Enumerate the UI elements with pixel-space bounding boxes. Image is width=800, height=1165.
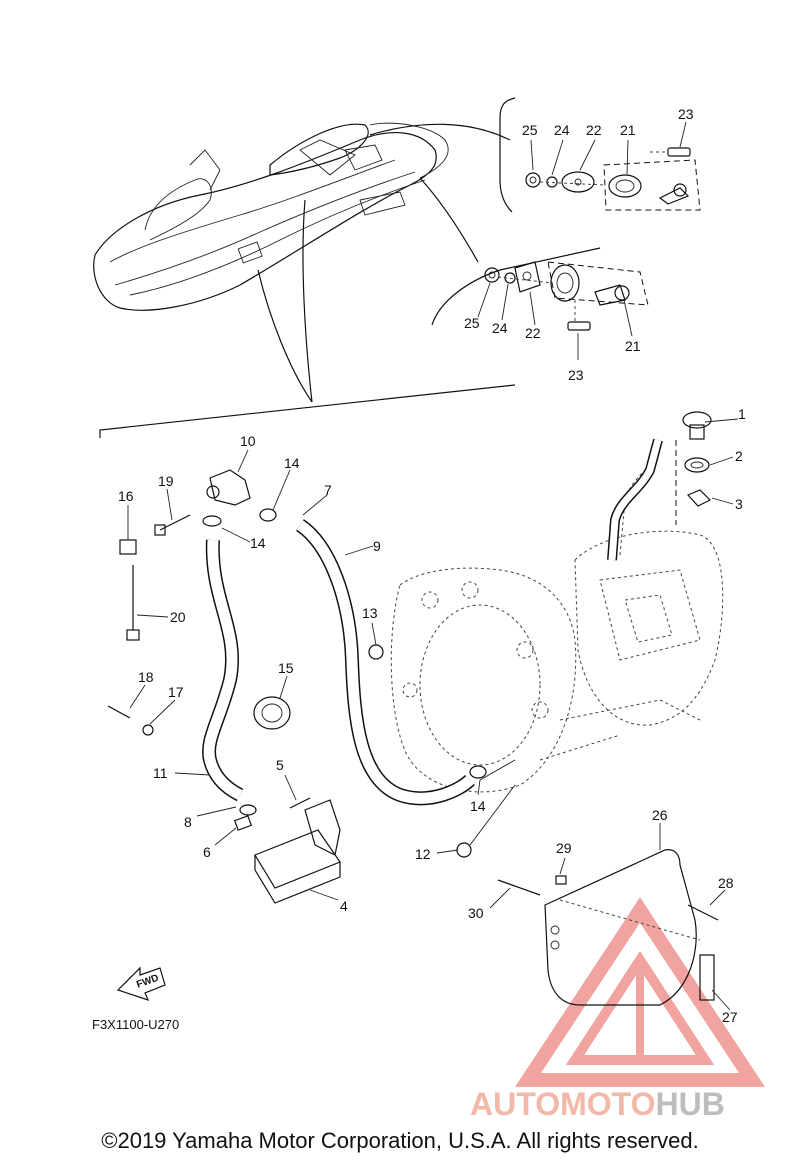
callout-8: 8 (184, 814, 192, 830)
callout-6: 6 (203, 844, 211, 860)
callout-21a: 21 (620, 122, 636, 138)
detail-bracket (431, 247, 601, 326)
watermark-text: AUTOMOTOHUB (470, 1086, 725, 1122)
watermark-part2: HUB (655, 1086, 724, 1122)
callout-27: 27 (722, 1009, 738, 1025)
watercraft-illustration (93, 122, 449, 311)
fwd-arrow: FWD (116, 966, 166, 1001)
callout-23a: 23 (678, 106, 694, 122)
callout-2: 2 (735, 448, 743, 464)
main-bracket (99, 384, 516, 438)
callout-3: 3 (735, 496, 743, 512)
callout-5: 5 (276, 757, 284, 773)
leader-line (302, 199, 313, 403)
callout-30: 30 (468, 905, 484, 921)
detail-b-parts (484, 261, 649, 331)
detail-bracket (499, 97, 516, 213)
callout-13: 13 (362, 605, 378, 621)
callout-10: 10 (240, 433, 256, 449)
callout-24a: 24 (554, 122, 570, 138)
callout-21b: 21 (625, 338, 641, 354)
callout-20: 20 (170, 609, 186, 625)
callout-7: 7 (324, 482, 332, 498)
callout-9: 9 (373, 538, 381, 554)
callout-25a: 25 (522, 122, 538, 138)
callout-17: 17 (168, 684, 184, 700)
detail-a-parts (525, 147, 701, 211)
callout-labels: 1 2 3 4 5 6 7 8 9 10 11 12 13 14 14 14 1… (118, 106, 746, 1025)
watermark-part1: AUTOMOTO (470, 1086, 655, 1122)
small-parts (107, 411, 719, 1006)
callout-26: 26 (652, 807, 668, 823)
callout-29: 29 (556, 840, 572, 856)
jet-pump-housing (390, 449, 724, 793)
callout-14c: 14 (470, 798, 486, 814)
callout-12: 12 (415, 846, 431, 862)
callout-22a: 22 (586, 122, 602, 138)
watermark-logo (515, 897, 765, 1087)
callout-4: 4 (340, 898, 348, 914)
callout-25b: 25 (464, 315, 480, 331)
callout-leaders (127, 121, 739, 1011)
callout-18: 18 (138, 669, 154, 685)
leader-line (369, 123, 511, 141)
leader-line (419, 177, 479, 263)
callout-16: 16 (118, 488, 134, 504)
callout-28: 28 (718, 875, 734, 891)
copyright-notice: ©2019 Yamaha Motor Corporation, U.S.A. A… (101, 1128, 699, 1153)
leader-line (257, 269, 313, 403)
callout-24b: 24 (492, 320, 508, 336)
callout-1: 1 (738, 406, 746, 422)
callout-14a: 14 (284, 455, 300, 471)
diagram-code: F3X1100-U270 (92, 1017, 179, 1032)
callout-14b: 14 (250, 535, 266, 551)
callout-11: 11 (153, 765, 168, 781)
callout-19: 19 (158, 473, 174, 489)
hoses (202, 438, 663, 806)
callout-22b: 22 (525, 325, 541, 341)
callout-23b: 23 (568, 367, 584, 383)
callout-15: 15 (278, 660, 294, 676)
